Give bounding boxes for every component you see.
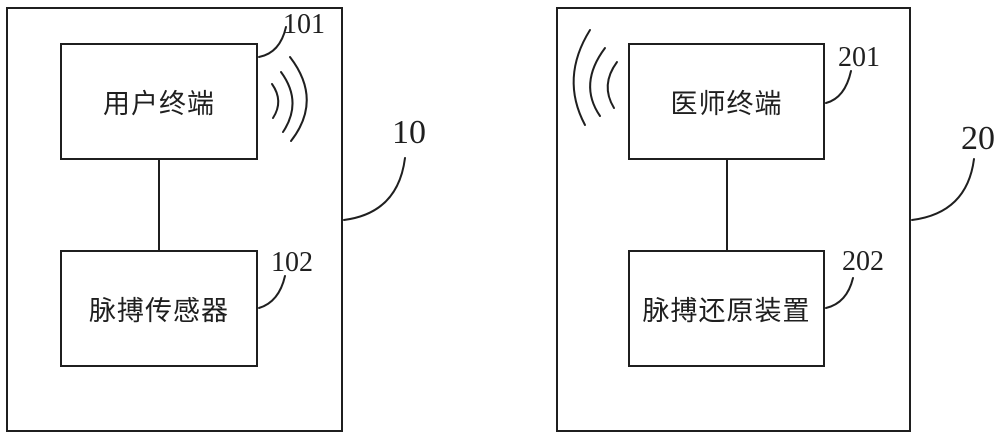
ref-number-202: 202 [842,246,884,277]
ref-number-10: 10 [392,114,426,151]
ref-number-101: 101 [283,9,325,40]
ref-number-201: 201 [838,42,880,73]
user-terminal-box: 用户终端 [60,43,258,160]
pulse-sensor-label: 脉搏传感器 [89,296,229,326]
physician-terminal-box: 医师终端 [628,43,825,160]
system-box-20 [556,7,911,432]
physician-terminal-label: 医师终端 [670,89,783,119]
ref-leader-20 [911,158,975,221]
system-box-10 [6,7,343,432]
pulse-restore-device-label: 脉搏还原装置 [642,296,811,326]
ref-number-20: 20 [961,120,995,157]
ref-leader-10 [343,157,406,221]
pulse-sensor-box: 脉搏传感器 [60,250,258,367]
pulse-restore-device-box: 脉搏还原装置 [628,250,825,367]
user-terminal-label: 用户终端 [103,89,215,119]
ref-number-102: 102 [271,247,313,278]
